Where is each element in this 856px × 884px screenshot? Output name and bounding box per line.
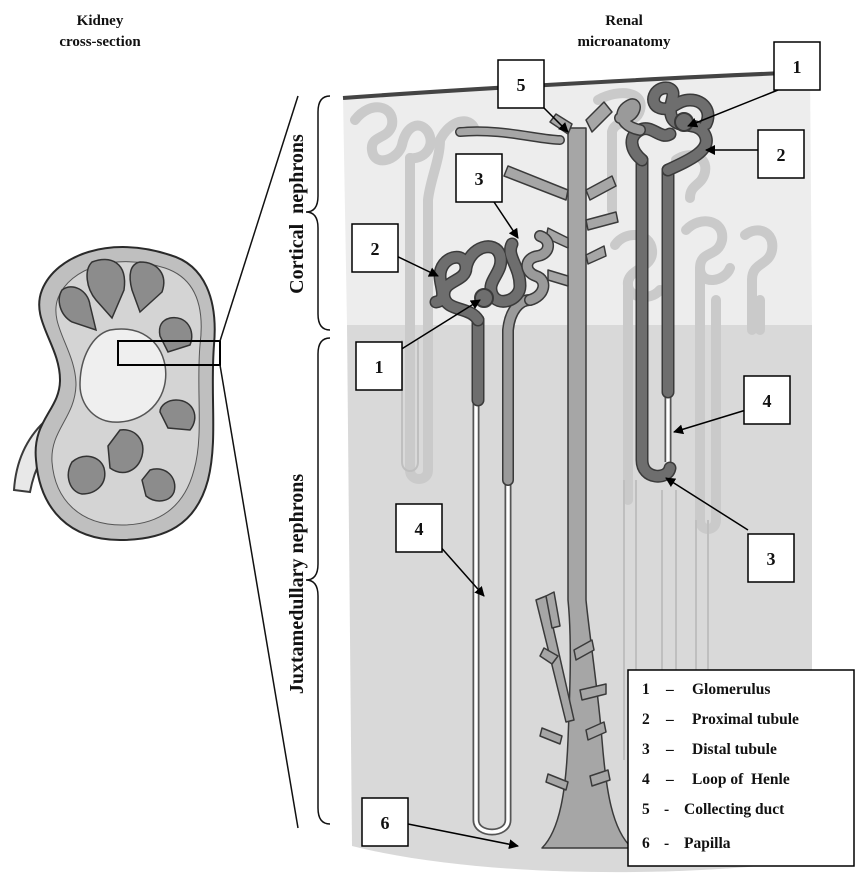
legend-sep: – [665, 711, 674, 728]
legend-num: 6 [642, 835, 650, 852]
legend-sep: – [665, 741, 674, 758]
cortical-brace [306, 96, 330, 330]
juxtamedullary-nephrons-label: Juxtamedullary nephrons [286, 474, 308, 694]
renal-pelvis [80, 329, 166, 422]
legend-sep: - [664, 801, 669, 818]
legend-sep: – [665, 681, 674, 698]
legend-num: 5 [642, 801, 650, 818]
callout-number: 5 [517, 75, 526, 95]
callout-number: 2 [371, 239, 380, 259]
kidney-cross-section [14, 247, 220, 540]
callout-c5: 5 [498, 60, 544, 108]
legend-num: 3 [642, 741, 650, 758]
callout-number: 1 [793, 57, 802, 77]
legend-box [628, 670, 854, 866]
callout-number: 3 [767, 549, 776, 569]
cortical-nephrons-label: Cortical nephrons [286, 134, 308, 294]
callout-c1-left: 1 [356, 342, 402, 390]
callout-c3-left: 3 [456, 154, 502, 202]
callout-c4-right: 4 [744, 376, 790, 424]
right-glomerulus [675, 113, 693, 131]
callout-number: 4 [763, 391, 772, 411]
legend-item-proximal-tubule: 2 – Proximal tubule [642, 711, 799, 728]
legend-label: Distal tubule [692, 741, 777, 758]
legend-item-collecting-duct: 5 - Collecting duct [642, 801, 785, 818]
callout-c2-left: 2 [352, 224, 398, 272]
callout-c4-left: 4 [396, 504, 442, 552]
legend-num: 1 [642, 681, 650, 698]
renal-heading-line1: Renal [605, 13, 643, 29]
kidney-heading-line2: cross-section [59, 34, 141, 50]
callout-c6: 6 [362, 798, 408, 846]
legend: 1 – Glomerulus 2 – Proximal tubule 3 – D… [628, 670, 854, 866]
callout-number: 4 [415, 519, 424, 539]
legend-num: 4 [642, 771, 650, 788]
callout-c1-top: 1 [774, 42, 820, 90]
legend-label: Papilla [684, 835, 731, 852]
callout-number: 6 [381, 813, 390, 833]
legend-label: Glomerulus [692, 681, 770, 698]
callout-number: 1 [375, 357, 384, 377]
legend-label: Loop of Henle [692, 771, 790, 788]
callout-number: 3 [475, 169, 484, 189]
legend-num: 2 [642, 711, 650, 728]
juxtamedullary-brace [306, 338, 330, 824]
legend-sep: – [665, 771, 674, 788]
callout-c2-top: 2 [758, 130, 804, 178]
legend-label: Proximal tubule [692, 711, 799, 728]
legend-sep: - [664, 835, 669, 852]
legend-label: Collecting duct [684, 801, 785, 818]
kidney-heading-line1: Kidney [77, 13, 124, 29]
callout-c3-right: 3 [748, 534, 794, 582]
renal-heading-line2: microanatomy [577, 34, 671, 50]
left-glomerulus [475, 289, 493, 307]
callout-number: 2 [777, 145, 786, 165]
